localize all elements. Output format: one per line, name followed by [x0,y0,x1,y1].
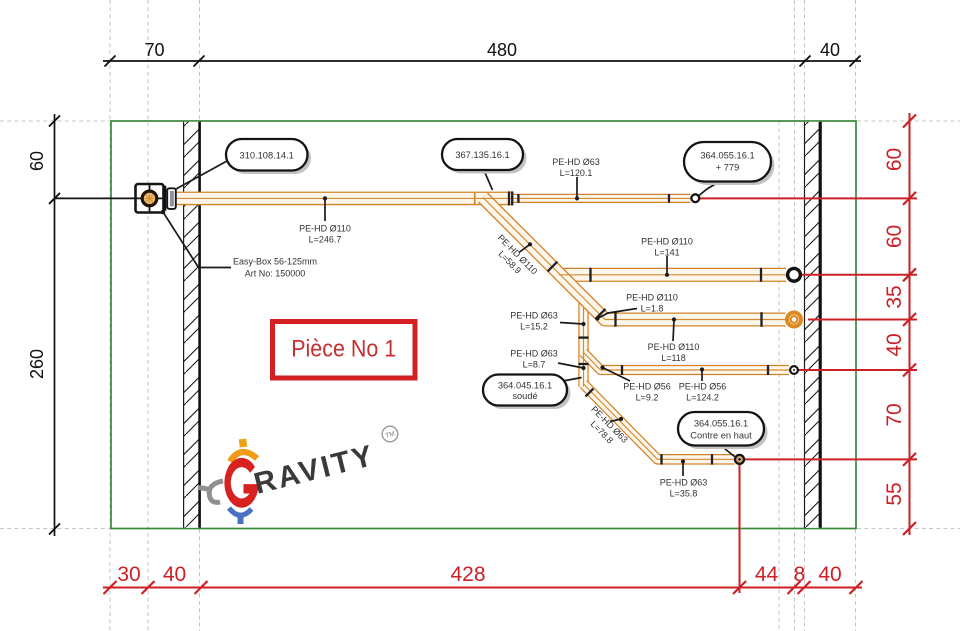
svg-text:L=141: L=141 [654,248,679,258]
svg-text:40: 40 [883,333,906,356]
svg-text:60: 60 [883,225,906,248]
svg-text:367.135.16.1: 367.135.16.1 [455,150,509,160]
svg-text:L=246.7: L=246.7 [309,235,342,245]
svg-text:L=118: L=118 [661,353,686,363]
svg-text:PE-HD Ø110: PE-HD Ø110 [299,224,351,234]
svg-text:40: 40 [820,40,840,60]
svg-text:30: 30 [117,563,140,586]
svg-text:364.045.16.1: 364.045.16.1 [498,381,552,391]
svg-text:L=15.2: L=15.2 [520,322,548,332]
svg-text:L=9.2: L=9.2 [636,393,659,403]
svg-text:Contre en haut: Contre en haut [690,430,752,440]
svg-text:PE-HD Ø56: PE-HD Ø56 [623,382,671,392]
svg-text:TM: TM [385,430,396,439]
svg-text:L=124.2: L=124.2 [686,393,719,403]
svg-text:PE-HD Ø63: PE-HD Ø63 [510,349,558,359]
svg-text:364.055.16.1: 364.055.16.1 [700,151,754,161]
svg-text:35: 35 [883,285,906,308]
svg-text:L=1.8: L=1.8 [641,304,664,314]
svg-text:PE-HD Ø110: PE-HD Ø110 [626,293,678,303]
svg-text:L=8.7: L=8.7 [523,360,546,370]
svg-text:PE-HD Ø110: PE-HD Ø110 [648,342,700,352]
svg-text:40: 40 [818,563,841,586]
svg-text:428: 428 [450,563,485,586]
svg-text:Pièce No 1: Pièce No 1 [291,336,396,363]
svg-text:70: 70 [883,403,906,426]
svg-text:260: 260 [27,349,47,379]
svg-text:8: 8 [794,563,806,586]
svg-text:PE-HD Ø63: PE-HD Ø63 [660,478,708,488]
svg-text:40: 40 [163,563,186,586]
svg-text:Art No: 150000: Art No: 150000 [245,269,306,279]
svg-text:+ 779: + 779 [716,163,740,173]
svg-text:60: 60 [883,148,906,171]
svg-text:PE-HD Ø63: PE-HD Ø63 [510,311,558,321]
svg-text:70: 70 [144,40,164,60]
svg-text:60: 60 [27,151,47,171]
svg-text:310.108.14.1: 310.108.14.1 [240,150,294,160]
svg-text:480: 480 [487,40,517,60]
svg-text:364.055.16.1: 364.055.16.1 [694,418,748,428]
svg-text:55: 55 [883,482,906,505]
svg-text:L=120.1: L=120.1 [560,168,593,178]
svg-text:PE-HD Ø56: PE-HD Ø56 [679,382,727,392]
svg-text:PE-HD Ø63: PE-HD Ø63 [552,157,600,167]
svg-text:L=35.8: L=35.8 [670,489,698,499]
svg-text:44: 44 [755,563,779,586]
svg-text:soudé: soudé [512,391,537,401]
svg-text:Easy-Box 56-125mm: Easy-Box 56-125mm [233,257,317,267]
svg-text:PE-HD Ø110: PE-HD Ø110 [641,237,693,247]
